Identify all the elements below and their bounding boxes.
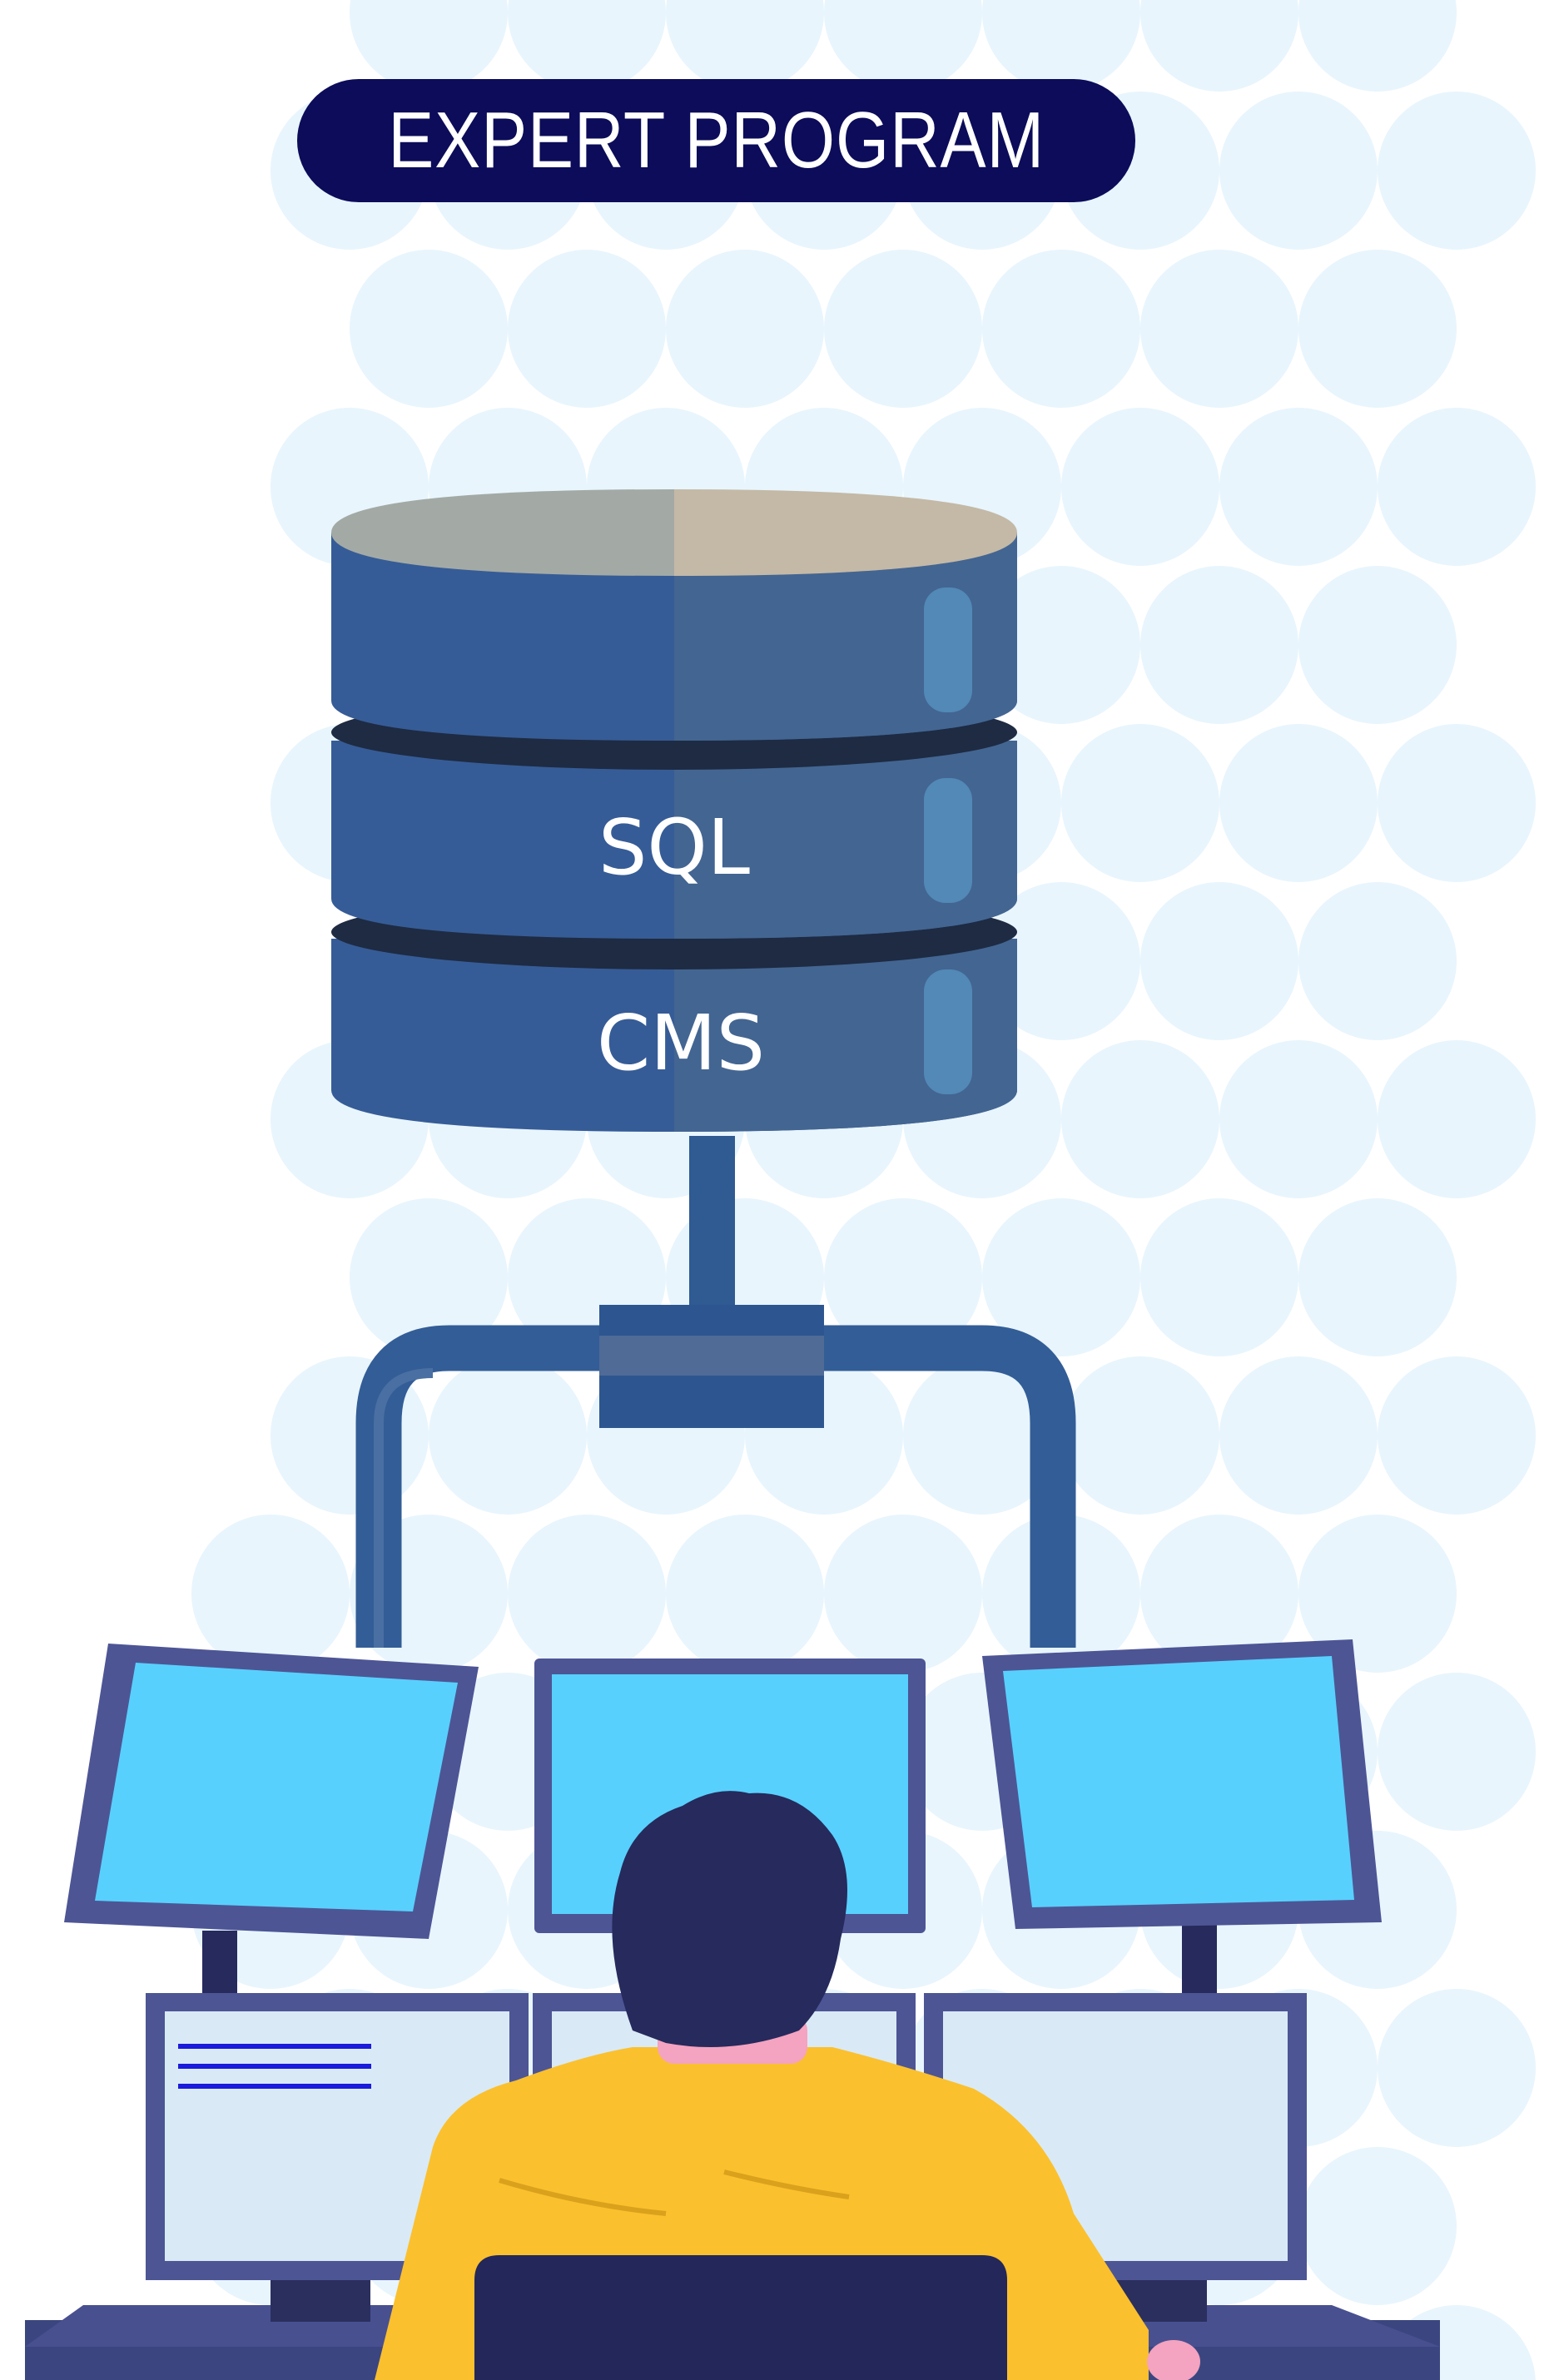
- background-dot: [1378, 724, 1536, 882]
- database-cylinder: [331, 489, 1017, 1132]
- background-dot: [982, 566, 1140, 724]
- background-dot: [1219, 724, 1378, 882]
- background-dot: [982, 0, 1140, 92]
- database-layer-label-cms: CMS: [596, 999, 765, 1088]
- background-dot: [429, 1356, 587, 1515]
- background-dot: [1298, 1515, 1457, 1673]
- background-dot: [1298, 1198, 1457, 1356]
- background-dot: [666, 1515, 824, 1673]
- background-dot: [982, 1198, 1140, 1356]
- background-dot: [824, 1515, 982, 1673]
- background-dot: [824, 250, 982, 408]
- background-dot: [1378, 1989, 1536, 2147]
- status-indicator-top: [924, 588, 972, 712]
- right-monitor-screen: [1003, 1656, 1354, 1907]
- background-dot: [1140, 0, 1298, 92]
- background-dot: [1378, 408, 1536, 566]
- background-dot: [1378, 1356, 1536, 1515]
- background-dot: [1061, 1040, 1219, 1198]
- background-dot: [1298, 2147, 1457, 2305]
- background-dot: [1298, 0, 1457, 92]
- background-dot: [666, 0, 824, 92]
- background-dot: [350, 250, 508, 408]
- upper-monitors: [64, 1639, 1382, 1997]
- chair: [474, 2255, 1007, 2380]
- status-indicator-middle: [924, 778, 972, 903]
- background-dot: [1061, 724, 1219, 882]
- background-dot: [824, 0, 982, 92]
- background-dot: [982, 882, 1140, 1040]
- background-dot: [1219, 1040, 1378, 1198]
- background-dot: [1061, 1356, 1219, 1515]
- background-dot: [1298, 250, 1457, 408]
- hair: [612, 1791, 847, 2047]
- hand: [1147, 2340, 1200, 2380]
- background-dot: [1140, 882, 1298, 1040]
- background-dot: [191, 1515, 350, 1673]
- background-dot: [1140, 1515, 1298, 1673]
- background-dot: [824, 1198, 982, 1356]
- background-dot: [350, 0, 508, 92]
- person-at-desk: [375, 1791, 1200, 2380]
- background-dot: [982, 250, 1140, 408]
- background-dot: [903, 1356, 1061, 1515]
- background-dot: [1378, 92, 1536, 250]
- background-dot: [1298, 566, 1457, 724]
- background-dot: [1061, 408, 1219, 566]
- badge-title: EXPERT PROGRAM: [388, 96, 1045, 185]
- background-dot: [1378, 1040, 1536, 1198]
- background-dot: [1378, 1673, 1536, 1831]
- background-dot: [1219, 408, 1378, 566]
- background-dot: [666, 250, 824, 408]
- background-dot: [508, 250, 666, 408]
- background-dot: [1140, 250, 1298, 408]
- background-dot: [1140, 1198, 1298, 1356]
- connection-pipes: [355, 1136, 1076, 1648]
- expert-program-badge: EXPERT PROGRAM: [297, 79, 1135, 202]
- background-dot: [1140, 566, 1298, 724]
- status-indicator-bottom: [924, 969, 972, 1094]
- background-dot: [1219, 92, 1378, 250]
- background-dot: [350, 1198, 508, 1356]
- left-monitor-screen: [95, 1663, 458, 1911]
- database-layer-label-sql: SQL: [598, 803, 751, 892]
- background-dot: [1219, 1356, 1378, 1515]
- background-dot: [1298, 882, 1457, 1040]
- background-dot: [508, 0, 666, 92]
- background-dot: [508, 1515, 666, 1673]
